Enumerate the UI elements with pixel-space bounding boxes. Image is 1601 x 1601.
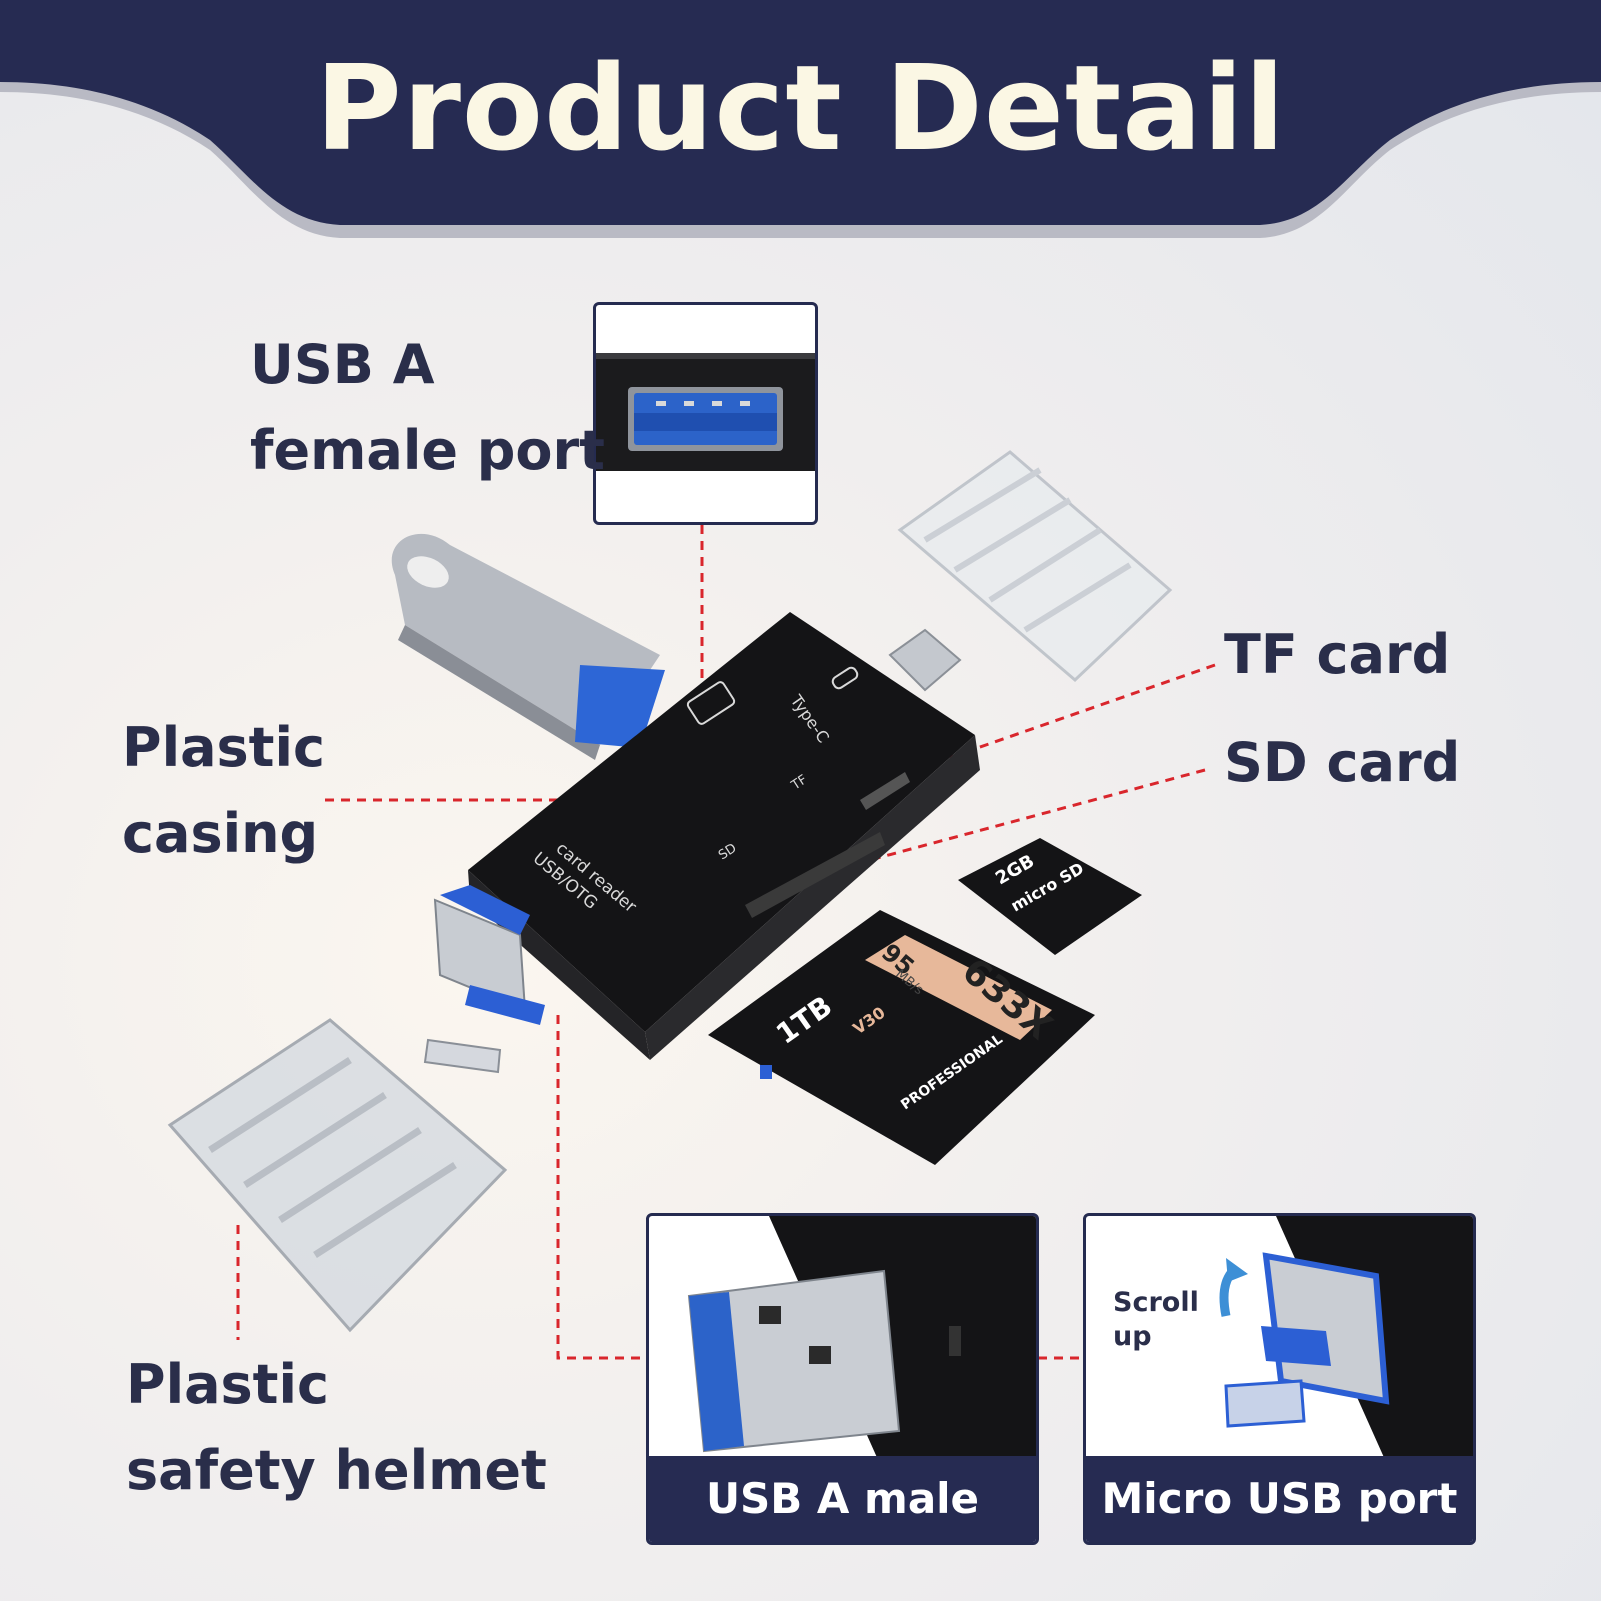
type-c-symbol-icon bbox=[831, 666, 859, 690]
top-cap-icon bbox=[897, 450, 1173, 683]
micro-sd-card-icon: 2GB micro SD bbox=[958, 838, 1142, 955]
label-usb-a-female: USB A female port bbox=[250, 333, 605, 482]
flash-drive-icon bbox=[391, 533, 665, 760]
label-tf-card: TF card bbox=[1224, 623, 1451, 686]
usb-a-male-caption: USB A male port bbox=[649, 1456, 1036, 1542]
usb-symbol-icon bbox=[686, 681, 736, 725]
label-plastic-helmet: Plastic safety helmet bbox=[126, 1353, 547, 1502]
micro-usb-caption: Micro USB port bbox=[1086, 1456, 1473, 1542]
usb-a-female-inset bbox=[593, 302, 818, 525]
swivel-connector-icon bbox=[423, 885, 545, 1074]
micro-usb-inset: Scroll up Micro USB port bbox=[1083, 1213, 1476, 1545]
scroll-up-note: Scroll up bbox=[1113, 1287, 1199, 1352]
page-title: Product Detail bbox=[315, 39, 1286, 177]
header-banner bbox=[0, 0, 1601, 238]
label-sd-card: SD card bbox=[1224, 731, 1461, 794]
usb-a-male-plug-icon bbox=[687, 1216, 1036, 1462]
leader-usb-a-male bbox=[556, 1015, 648, 1360]
usb-a-port-icon bbox=[596, 353, 815, 471]
micro-usb-plug-icon bbox=[1219, 1216, 1473, 1462]
leader-sd-card bbox=[869, 768, 1206, 862]
usb-a-male-inset: USB A male port bbox=[646, 1213, 1039, 1545]
bottom-cap-icon bbox=[167, 1018, 508, 1333]
label-plastic-casing: Plastic casing bbox=[122, 716, 326, 865]
